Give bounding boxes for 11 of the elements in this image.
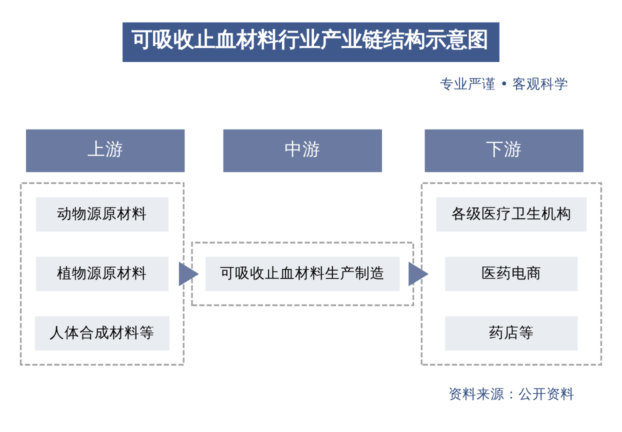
label: 资料来源：公开资料 [448, 386, 574, 403]
label: 专业严谨 • 客观科学 [440, 76, 568, 93]
diagram-title: 可吸收止血材料行业产业链结构示意图 [131, 27, 488, 52]
node-box: 下游 [424, 129, 584, 172]
arrow [178, 262, 199, 286]
cluster [20, 182, 184, 366]
node-box: 中游 [223, 129, 382, 172]
cluster [420, 182, 602, 366]
node-box: 上游 [26, 129, 185, 172]
arrow [408, 262, 429, 286]
cluster [191, 242, 414, 306]
